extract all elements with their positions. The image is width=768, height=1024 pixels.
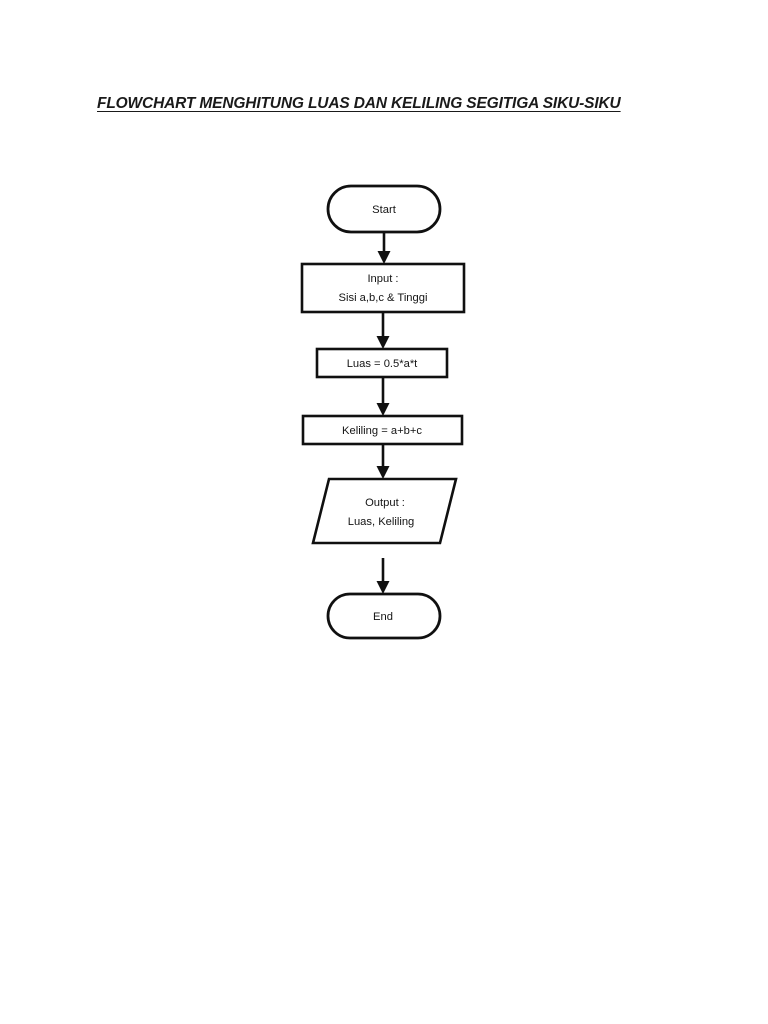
connector-luas-to-keliling <box>376 377 390 416</box>
down-arrow-icon <box>376 581 390 594</box>
flow-node-output[interactable]: Output : Luas, Keliling <box>311 477 458 545</box>
input-shape <box>300 262 466 314</box>
down-arrow-icon <box>376 336 390 349</box>
connector-input-to-luas <box>376 312 390 349</box>
luas-shape <box>315 347 449 379</box>
output-label-line1: Output : <box>365 497 405 509</box>
flow-node-keliling[interactable]: Keliling = a+b+c <box>301 414 464 446</box>
output-label-line2: Luas, Keliling <box>348 516 415 528</box>
end-shape <box>326 592 442 640</box>
connector-keliling-to-output <box>376 444 390 479</box>
down-arrow-icon <box>376 403 390 416</box>
flow-node-luas[interactable]: Luas = 0.5*a*t <box>315 347 449 379</box>
input-label-line2: Sisi a,b,c & Tinggi <box>339 292 428 304</box>
input-label-line1: Input : <box>367 273 398 285</box>
output-shape <box>311 477 458 545</box>
down-arrow-icon <box>377 251 391 264</box>
keliling-shape <box>301 414 464 446</box>
connector-start-to-input <box>377 232 391 264</box>
end-label: End <box>373 611 393 623</box>
luas-label: Luas = 0.5*a*t <box>347 358 418 370</box>
start-label: Start <box>372 204 397 216</box>
keliling-label: Keliling = a+b+c <box>342 425 422 437</box>
flow-node-end[interactable]: End <box>326 592 442 640</box>
flow-node-start[interactable]: Start <box>326 184 442 234</box>
connector-output-to-end <box>376 558 390 594</box>
page-title: FLOWCHART MENGHITUNG LUAS DAN KELILING S… <box>97 95 621 112</box>
down-arrow-icon <box>376 466 390 479</box>
flow-node-input[interactable]: Input : Sisi a,b,c & Tinggi <box>300 262 466 314</box>
